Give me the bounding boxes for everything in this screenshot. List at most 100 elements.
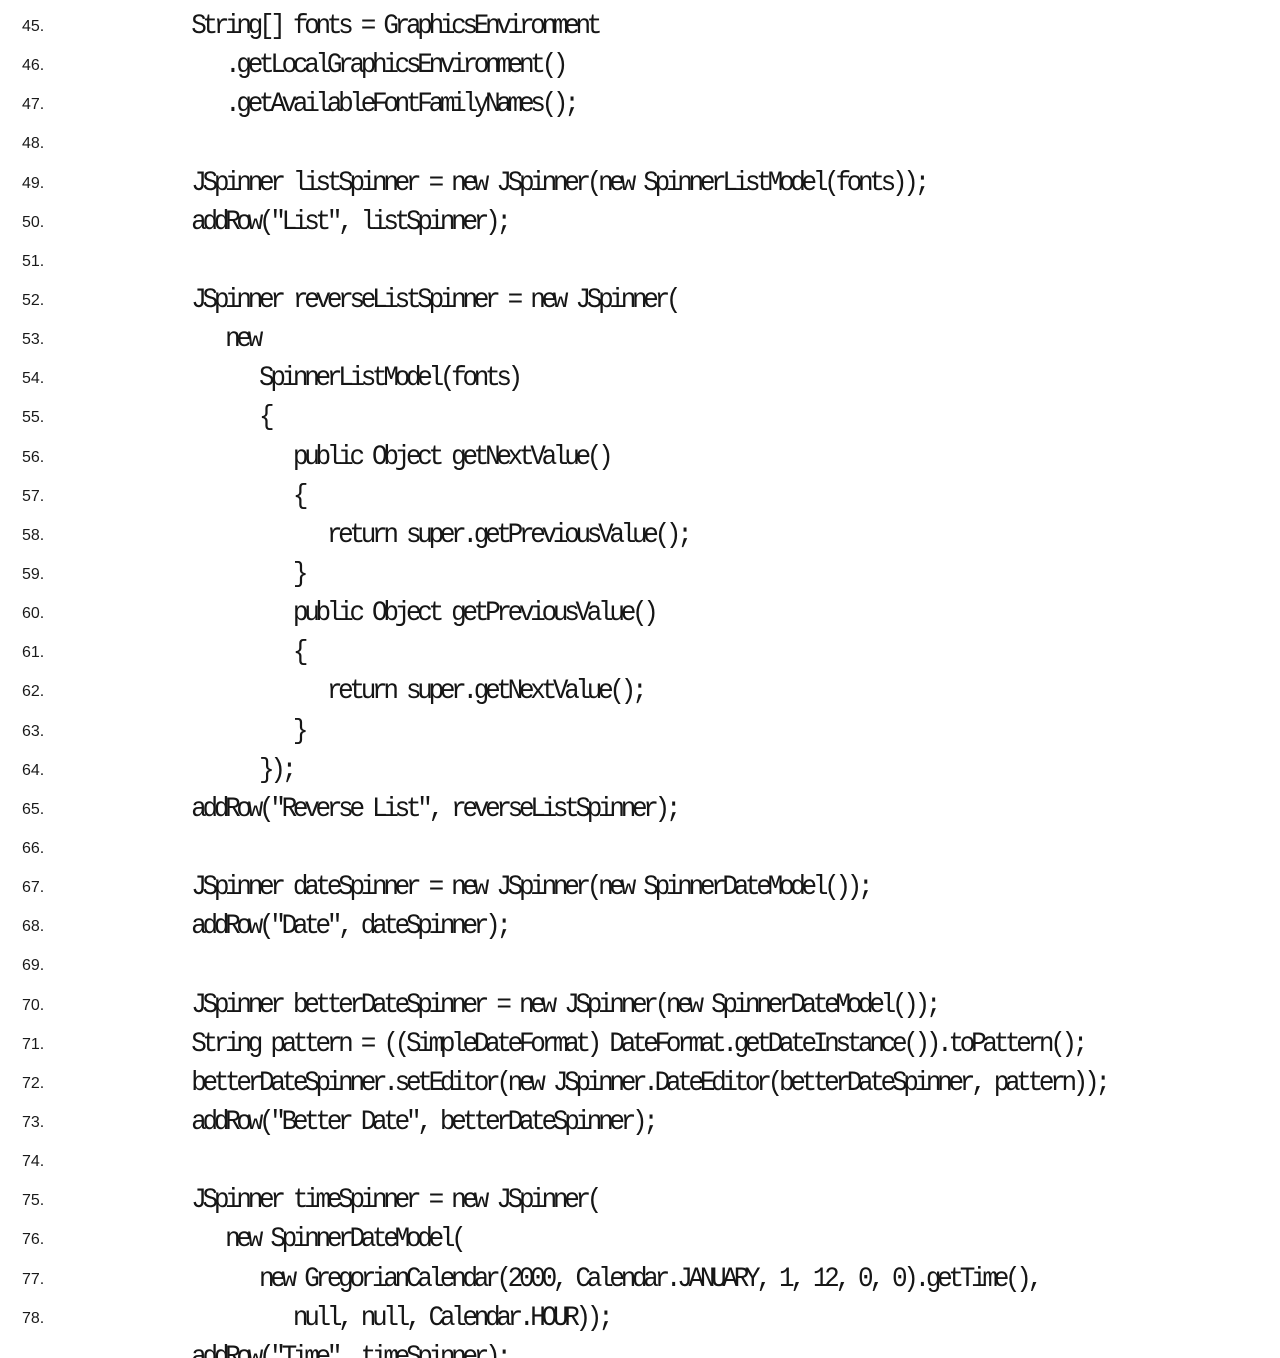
line-number: 68.: [22, 918, 45, 936]
code-line: 56. public Object getNextValue(): [0, 436, 1280, 475]
code-text: public Object getPreviousValue(): [146, 596, 659, 629]
line-number: 57.: [22, 487, 45, 505]
code-text: .getLocalGraphicsEnvironment(): [146, 48, 568, 81]
code-line: addRow("Time", timeSpinner);: [0, 1336, 1280, 1358]
line-number: 61.: [22, 644, 45, 662]
code-line: 68. addRow("Date", dateSpinner);: [0, 905, 1280, 944]
code-text: null, null, Calendar.HOUR));: [146, 1300, 614, 1334]
code-text: String[] fonts = GraphicsEnvironment: [146, 9, 602, 42]
code-line: 72. betterDateSpinner.setEditor(new JSpi…: [0, 1062, 1280, 1101]
code-line: 76. new SpinnerDateModel(: [0, 1218, 1280, 1257]
code-line: 78. null, null, Calendar.HOUR));: [0, 1297, 1280, 1336]
code-line: 45. String[] fonts = GraphicsEnvironment: [0, 5, 1280, 44]
code-line: 73. addRow("Better Date", betterDateSpin…: [0, 1101, 1280, 1140]
line-number: 58.: [22, 526, 45, 544]
line-number: 67.: [22, 879, 45, 897]
line-number: 73.: [22, 1113, 45, 1131]
line-number: 65.: [22, 800, 45, 818]
code-text: }: [146, 557, 309, 590]
line-number: 60.: [22, 605, 45, 623]
line-number: 74.: [22, 1153, 45, 1171]
line-number: 56.: [22, 448, 45, 466]
line-number: 51.: [22, 252, 45, 270]
code-line: 65. addRow("Reverse List", reverseListSp…: [0, 788, 1280, 827]
line-number: 62.: [22, 683, 45, 701]
line-number: 77.: [22, 1270, 45, 1288]
line-number: 48.: [22, 135, 45, 153]
line-number: 71.: [22, 1035, 45, 1053]
line-number: 75.: [22, 1192, 45, 1210]
code-line: 53. new: [0, 318, 1280, 357]
code-line: 50. addRow("List", listSpinner);: [0, 201, 1280, 240]
code-line: 64. });: [0, 749, 1280, 788]
line-number: 78.: [22, 1309, 45, 1327]
line-number: 50.: [22, 213, 45, 231]
code-line: 63. }: [0, 710, 1280, 749]
code-line: 47. .getAvailableFontFamilyNames();: [0, 83, 1280, 122]
code-line: 52. JSpinner reverseListSpinner = new JS…: [0, 279, 1280, 318]
code-text: addRow("List", listSpinner);: [146, 204, 512, 238]
code-line: 70. JSpinner betterDateSpinner = new JSp…: [0, 984, 1280, 1023]
code-line: 66.: [0, 827, 1280, 866]
code-text: addRow("Reverse List", reverseListSpinne…: [146, 791, 681, 825]
line-number: 63.: [22, 722, 45, 740]
line-number: 54.: [22, 370, 45, 388]
code-line: 74.: [0, 1140, 1280, 1179]
line-number: 49.: [22, 174, 45, 192]
code-line: 77. new GregorianCalendar(2000, Calendar…: [0, 1258, 1280, 1297]
code-text: SpinnerListModel(fonts): [146, 361, 523, 394]
line-number: 46.: [22, 57, 45, 75]
code-text: new GregorianCalendar(2000, Calendar.JAN…: [146, 1261, 1043, 1295]
code-text: });: [146, 752, 297, 786]
code-line: 62. return super.getNextValue();: [0, 670, 1280, 709]
code-text: return super.getPreviousValue();: [146, 517, 693, 551]
code-text: {: [146, 635, 309, 668]
code-line: 69.: [0, 944, 1280, 983]
code-line: 49. JSpinner listSpinner = new JSpinner(…: [0, 162, 1280, 201]
code-text: return super.getNextValue();: [146, 674, 648, 707]
line-number: 52.: [22, 291, 45, 309]
code-text: new SpinnerDateModel(: [146, 1222, 467, 1255]
code-line: 67. JSpinner dateSpinner = new JSpinner(…: [0, 866, 1280, 905]
code-text: }: [146, 713, 309, 747]
code-text: JSpinner timeSpinner = new JSpinner(: [146, 1183, 602, 1216]
line-number: 47.: [22, 96, 45, 114]
code-line: 71. String pattern = ((SimpleDateFormat)…: [0, 1023, 1280, 1062]
code-line: 60. public Object getPreviousValue(): [0, 592, 1280, 631]
code-text: JSpinner dateSpinner = new JSpinner(new …: [146, 870, 873, 903]
line-number: 55.: [22, 409, 45, 427]
code-text: new: [146, 322, 263, 355]
code-text: .getAvailableFontFamilyNames();: [146, 87, 580, 120]
code-text: JSpinner reverseListSpinner = new JSpinn…: [146, 283, 681, 316]
code-text: betterDateSpinner.setEditor(new JSpinner…: [146, 1065, 1111, 1099]
code-text: String pattern = ((SimpleDateFormat) Dat…: [146, 1026, 1088, 1060]
line-number: 66.: [22, 839, 45, 857]
code-line: 75. JSpinner timeSpinner = new JSpinner(: [0, 1179, 1280, 1218]
line-number: 53.: [22, 331, 45, 349]
code-text: addRow("Date", dateSpinner);: [146, 909, 512, 942]
code-line: 54. SpinnerListModel(fonts): [0, 357, 1280, 396]
code-text: {: [146, 400, 275, 433]
code-line: 55. {: [0, 396, 1280, 435]
code-text: {: [146, 478, 309, 512]
code-text: JSpinner listSpinner = new JSpinner(new …: [146, 165, 930, 199]
code-line: 51.: [0, 240, 1280, 279]
code-listing: 45. String[] fonts = GraphicsEnvironment…: [0, 5, 1280, 1358]
line-number: 76.: [22, 1231, 45, 1249]
line-number: 69.: [22, 957, 45, 975]
code-text: JSpinner betterDateSpinner = new JSpinne…: [146, 987, 941, 1021]
code-line: 59. }: [0, 553, 1280, 592]
code-text: public Object getNextValue(): [146, 439, 614, 473]
line-number: 59.: [22, 565, 45, 583]
code-line: 61. {: [0, 631, 1280, 670]
code-text: addRow("Time", timeSpinner);: [146, 1339, 512, 1358]
line-number: 70.: [22, 996, 45, 1014]
line-number: 64.: [22, 761, 45, 779]
code-line: 46. .getLocalGraphicsEnvironment(): [0, 44, 1280, 83]
line-number: 72.: [22, 1074, 45, 1092]
code-line: 58. return super.getPreviousValue();: [0, 514, 1280, 553]
code-text: addRow("Better Date", betterDateSpinner)…: [146, 1105, 659, 1138]
code-line: 57. {: [0, 475, 1280, 514]
code-line: 48.: [0, 122, 1280, 161]
line-number: 45.: [22, 18, 45, 35]
